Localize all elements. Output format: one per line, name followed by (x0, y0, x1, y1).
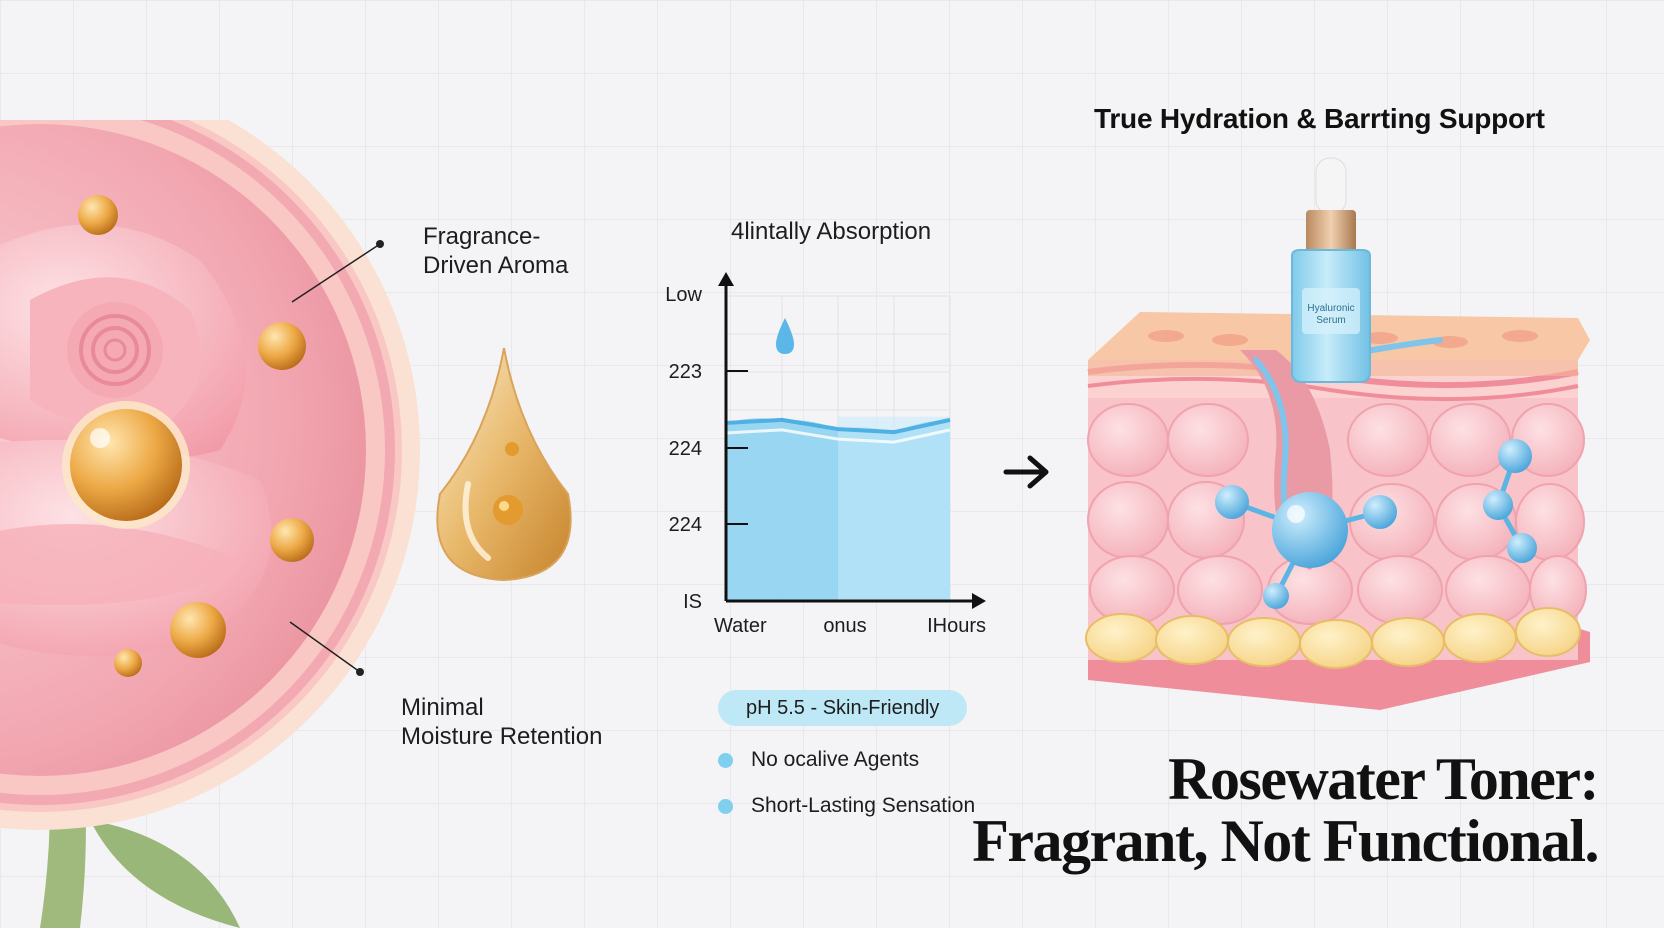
callout-lines (289, 240, 384, 676)
serum-label: Hyaluronic Serum (1302, 303, 1360, 327)
moisture-callout: Minimal Moisture Retention (401, 693, 602, 751)
bullet-text: No ocalive Agents (751, 748, 920, 771)
x-axis-arrow-icon (972, 593, 986, 609)
x-tick-label: Water (714, 615, 767, 637)
oil-droplet (270, 518, 314, 562)
hydration-title: True Hydration & Barrting Support (1094, 103, 1545, 134)
absorption-line (725, 417, 951, 435)
bullet-item: Short-Lasting Sensation (718, 794, 975, 818)
oil-droplet (170, 602, 226, 658)
oil-droplet (70, 409, 182, 521)
absorption-highlight-line (725, 428, 951, 444)
x-tick-label: onus (823, 615, 866, 637)
water-drop-icon (776, 318, 794, 354)
bullet-dot-icon (718, 798, 733, 814)
rose-illustration (0, 120, 420, 928)
area-highlight (838, 416, 950, 601)
y-tick-label: IS (683, 591, 702, 613)
aroma-callout: Fragrance- Driven Aroma (423, 222, 568, 280)
oil-droplet (114, 649, 142, 677)
oil-droplet (258, 322, 306, 370)
aroma-callout-line1: Fragrance- (423, 223, 541, 250)
chart-title: 4lintally Absorption (731, 218, 932, 245)
bullet-item: No ocalive Agents (718, 748, 975, 772)
y-axis-arrow-icon (718, 272, 734, 286)
serum-label-line2: Serum (1316, 315, 1346, 326)
bullet-list: No ocalive Agents Short-Lasting Sensatio… (718, 748, 975, 818)
y-tick-label: 224 (669, 438, 702, 460)
serum-bottle (1291, 157, 1371, 383)
headline-line1: Rosewater Toner: (1168, 746, 1599, 812)
bullet-dot-icon (718, 752, 733, 768)
y-tick-label: 224 (669, 514, 702, 536)
ph-badge: pH 5.5 - Skin-Friendly (718, 690, 968, 726)
arrow-right-icon (1003, 455, 1049, 489)
serum-label-line1: Hyaluronic (1307, 303, 1355, 314)
y-tick-label: 223 (669, 361, 702, 383)
moisture-callout-line2: Moisture Retention (401, 723, 603, 750)
x-tick-label: IHours (927, 615, 986, 637)
bullet-text: Short-Lasting Sensation (751, 794, 976, 817)
y-tick-label: Low (665, 284, 702, 306)
headline: Rosewater Toner: Fragrant, Not Functiona… (972, 746, 1599, 874)
oil-drop-icon (436, 347, 572, 582)
oil-droplet (78, 195, 118, 235)
moisture-callout-line1: Minimal (401, 694, 484, 721)
aroma-callout-line2: Driven Aroma (423, 252, 569, 279)
headline-line2: Fragrant, Not Functional. (972, 808, 1599, 874)
